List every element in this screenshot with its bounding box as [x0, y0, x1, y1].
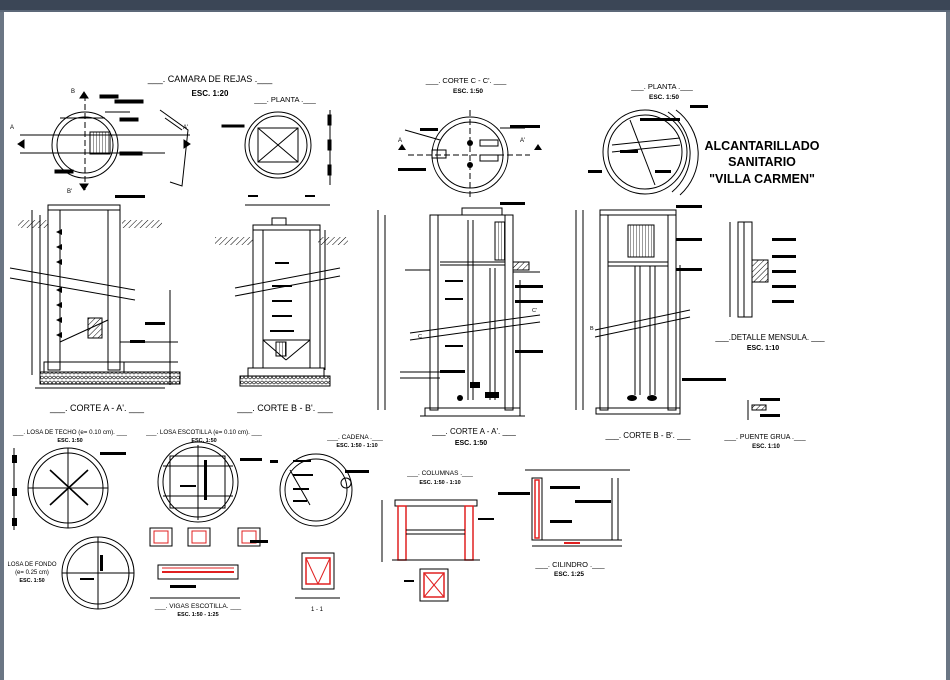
camara-rejas-planta [221, 110, 332, 185]
tanque-corte-a-label: ___. CORTE A - A'. ___ [431, 427, 516, 436]
mark-b-top: B [71, 89, 75, 95]
detalle-mensula-label: ___.DETALLE MENSULA. ___ [714, 333, 825, 342]
tanque-corte-a-scale: ESC. 1:50 [455, 440, 487, 447]
losa-escotilla-label: ___. LOSA ESCOTILLA (e= 0.10 cm). ___ [145, 429, 262, 436]
window-title-bar-border [0, 10, 950, 12]
puente-grua-scale: ESC. 1:10 [752, 444, 780, 450]
project-title-line2: SANITARIO [728, 155, 796, 169]
project-title-line1: ALCANTARILLADO [704, 139, 819, 153]
losa-fondo-label-2: (e= 0.25 cm) [15, 570, 49, 576]
camara-rejas-corte-b [215, 195, 348, 387]
tanque-mark-c: C [418, 334, 422, 340]
columnas [381, 492, 530, 602]
losa-escotilla-scale: ESC. 1:50 [191, 438, 216, 444]
tanque-corte-c-plan [398, 110, 542, 200]
camara-rejas-corte-a [9, 195, 181, 389]
columnas-scale: ESC. 1:50 - 1:10 [419, 480, 460, 486]
columnas-label: ___. COLUMNAS .___ [406, 470, 473, 477]
camara-rejas-plan [17, 91, 191, 191]
detalle-mensula [729, 221, 796, 318]
tanque-planta-scale: ESC. 1:50 [649, 94, 679, 101]
tanque-mark-a: A [398, 138, 402, 144]
tanque-mark-b: B [590, 326, 594, 332]
cadena [270, 453, 369, 527]
tanque-corte-b-label: ___. CORTE B - B'. ___ [605, 431, 692, 440]
vigas-escotilla [149, 527, 268, 599]
mark-a-right: A' [183, 125, 188, 131]
seccion-1-1 [295, 552, 340, 599]
tanque-corte-c-scale: ESC. 1:50 [453, 88, 483, 95]
losa-techo [12, 447, 126, 530]
tanque-planta [588, 105, 708, 196]
tanque-mark-c2: C' [532, 308, 537, 314]
losa-techo-label: ___. LOSA DE TECHO (e= 0.10 cm). ___ [12, 429, 127, 436]
tanque-mark-a2: A' [520, 138, 525, 144]
camara-rejas-scale: ESC. 1:20 [192, 89, 229, 98]
tanque-planta-label: ___. PLANTA .___ [630, 82, 693, 91]
viewport-left-border [0, 12, 4, 680]
losa-fondo-scale: ESC. 1:50 [19, 578, 44, 584]
losa-fondo [61, 536, 135, 610]
losa-fondo-label-1: LOSA DE FONDO [7, 562, 56, 568]
cilindro-label: ___. CILINDRO .___ [534, 560, 605, 569]
mark-a-left: A [10, 125, 14, 131]
camara-rejas-title: ___. CAMARA DE REJAS .___ [147, 74, 274, 84]
losa-escotilla [157, 441, 262, 523]
seccion-label: 1 - 1 [311, 607, 324, 613]
puente-grua [747, 398, 780, 420]
camara-rejas-planta-label: ___. PLANTA .___ [253, 95, 316, 104]
mark-b-bottom: B' [67, 189, 72, 195]
tanque-corte-a [377, 202, 543, 417]
vigas-escotilla-label: ___. VIGAS ESCOTILLA. ___ [154, 603, 242, 610]
tanque-corte-c-label: ___. CORTE C - C'. ___ [425, 76, 507, 85]
puente-grua-label: ___. PUENTE GRUA .___ [723, 434, 805, 441]
detalle-mensula-scale: ESC. 1:10 [747, 345, 779, 352]
camara-rejas-corte-b-label: ___. CORTE B - B'. ___ [236, 403, 334, 413]
cilindro [525, 469, 630, 547]
camara-rejas-corte-a-label: ___. CORTE A - A'. ___ [49, 403, 145, 413]
tanque-corte-b [575, 205, 726, 415]
cadena-label: ___. CADENA .___ [326, 434, 383, 441]
cilindro-scale: ESC. 1:25 [554, 571, 584, 578]
project-title-line3: "VILLA CARMEN" [709, 172, 815, 186]
losa-techo-scale: ESC. 1:50 [57, 438, 82, 444]
viewport-right-border [946, 12, 950, 680]
cadena-scale: ESC. 1:50 - 1:10 [336, 443, 377, 449]
window-title-bar[interactable] [0, 0, 950, 10]
vigas-escotilla-scale: ESC. 1:50 - 1:25 [177, 612, 218, 618]
